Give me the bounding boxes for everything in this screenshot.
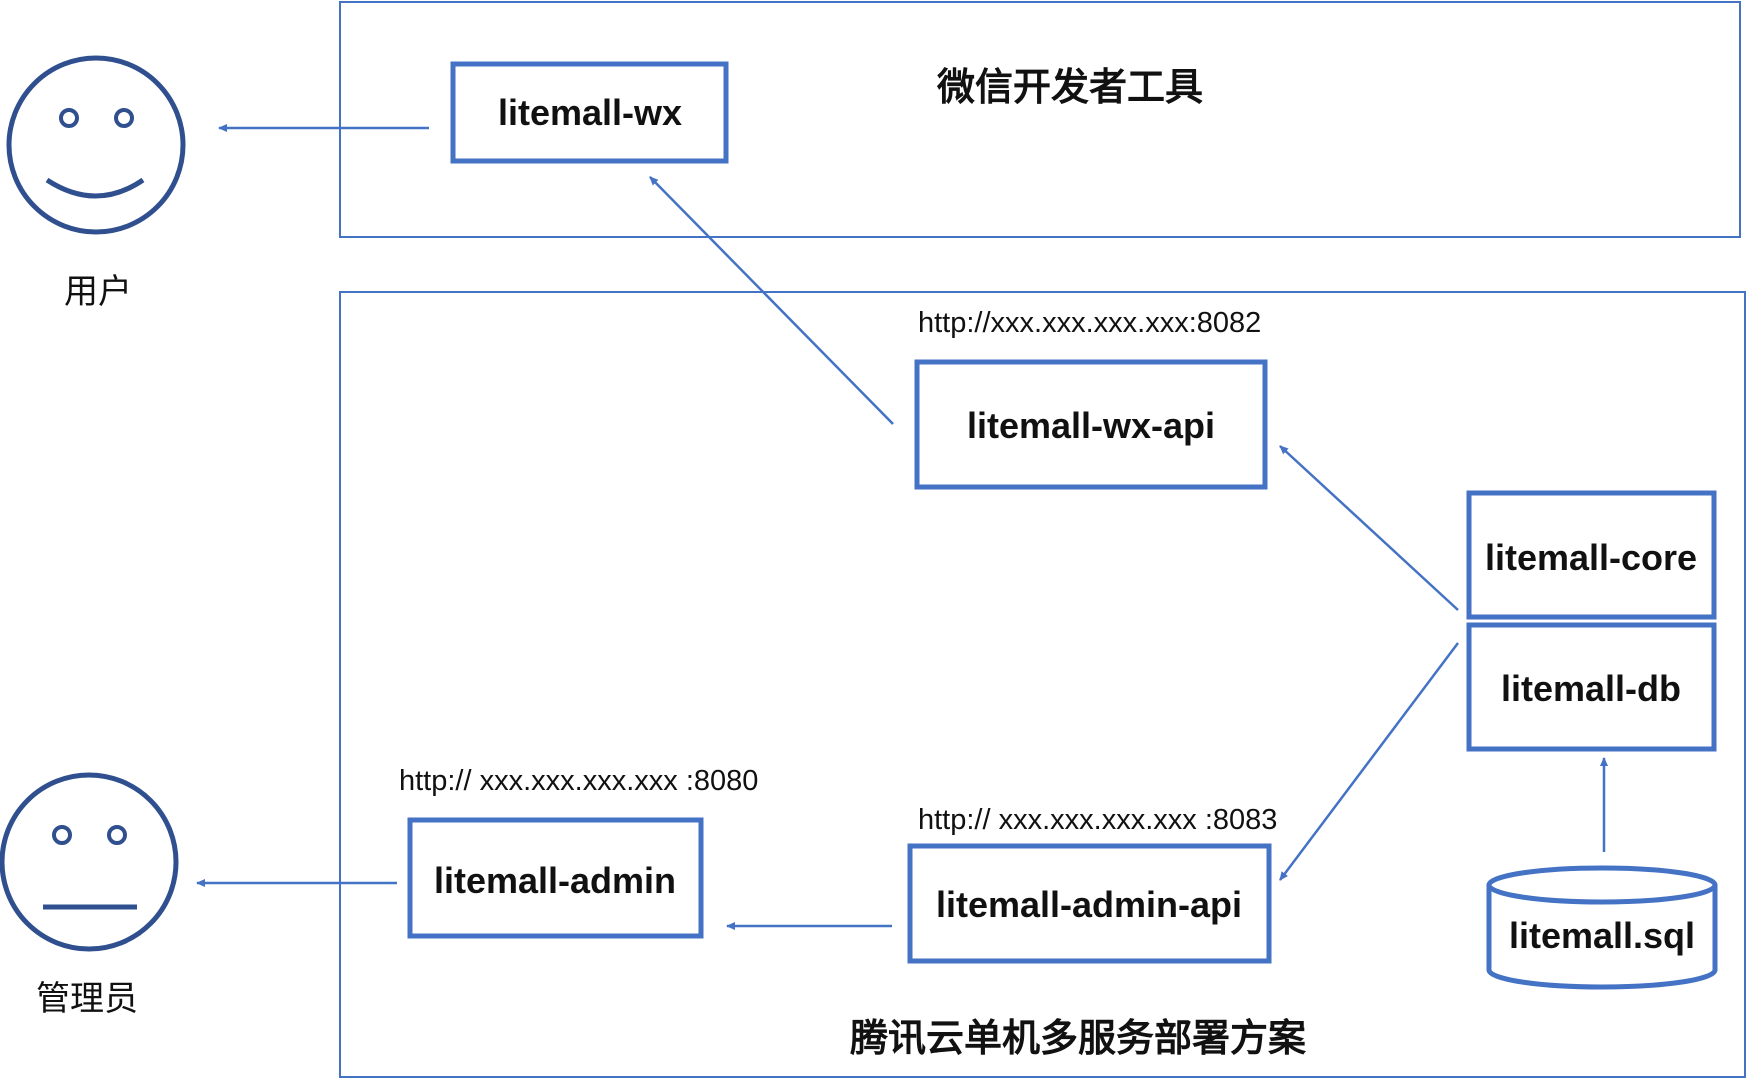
node-litemall-core-label: litemall-core: [1485, 537, 1697, 578]
node-litemall-wx-api-label: litemall-wx-api: [967, 405, 1215, 446]
neutral-face-icon: [0, 772, 179, 952]
admin-api-url-label: http:// xxx.xxx.xxx.xxx :8083: [918, 804, 1277, 836]
user-actor: 用户: [6, 55, 186, 312]
database-cylinder-icon: [1486, 865, 1718, 990]
node-litemall-sql-label: litemall.sql: [1509, 915, 1695, 956]
admin-label: 管理员: [36, 979, 138, 1019]
user-label: 用户: [64, 272, 132, 312]
node-litemall-wx-label: litemall-wx: [498, 92, 682, 133]
tencent-cloud-label: 腾讯云单机多服务部署方案: [850, 1016, 1307, 1060]
edge-core-to-admin-api: [1279, 642, 1459, 881]
node-litemall-wx-api: http://xxx.xxx.xxx.xxx:8082 litemall-wx-…: [914, 307, 1268, 490]
node-litemall-core: litemall-core: [1466, 490, 1717, 620]
node-litemall-admin-label: litemall-admin: [434, 860, 676, 901]
edge-wx-api-to-wx: [649, 176, 894, 425]
node-litemall-admin-api-label: litemall-admin-api: [936, 884, 1242, 925]
admin-actor: 管理员: [0, 772, 179, 1019]
tencent-cloud-container: 腾讯云单机多服务部署方案: [339, 291, 1746, 1078]
admin-url-label: http:// xxx.xxx.xxx.xxx :8080: [399, 765, 758, 797]
node-litemall-db: litemall-db: [1466, 622, 1717, 752]
wx-api-url-label: http://xxx.xxx.xxx.xxx:8082: [918, 307, 1261, 339]
wechat-devtools-container: 微信开发者工具: [339, 1, 1741, 238]
wechat-devtools-label: 微信开发者工具: [936, 65, 1203, 109]
node-litemall-wx: litemall-wx: [450, 61, 729, 164]
node-litemall-db-label: litemall-db: [1501, 668, 1681, 709]
tencent-cloud-frame: [339, 291, 1746, 1078]
wechat-devtools-frame: [339, 1, 1741, 238]
edges: [196, 124, 1608, 930]
node-litemall-admin: http:// xxx.xxx.xxx.xxx :8080 litemall-a…: [399, 765, 758, 939]
smiley-face-icon: [6, 55, 186, 235]
edge-core-to-wx-api: [1279, 445, 1459, 611]
node-litemall-sql: litemall.sql: [1486, 865, 1718, 990]
node-litemall-admin-api: http:// xxx.xxx.xxx.xxx :8083 litemall-a…: [907, 804, 1277, 964]
